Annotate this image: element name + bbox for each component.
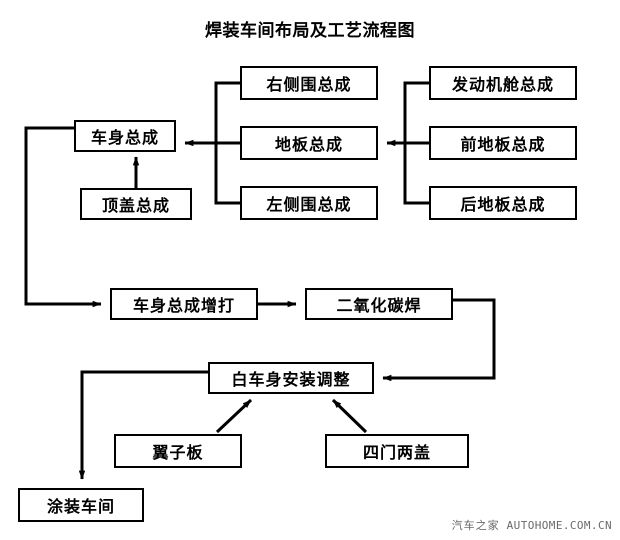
node-co2-welding[interactable]: 二氧化碳焊: [305, 288, 453, 320]
node-left-side-assy[interactable]: 左侧围总成: [240, 186, 378, 220]
watermark-url: AUTOHOME.COM.CN: [506, 519, 612, 532]
page-title: 焊装车间布局及工艺流程图: [205, 21, 415, 41]
node-right-side-assy[interactable]: 右侧围总成: [240, 66, 378, 100]
watermark-brand: 汽车之家: [451, 519, 500, 532]
node-paint-shop[interactable]: 涂装车间: [18, 488, 144, 522]
edge-fender-to-bwadjust: [215, 398, 253, 434]
node-floor-assy[interactable]: 地板总成: [240, 126, 378, 160]
node-doors-lids[interactable]: 四门两盖: [325, 434, 469, 468]
node-body-rewelding[interactable]: 车身总成增打: [110, 288, 258, 320]
watermark: 汽车之家 AUTOHOME.COM.CN: [452, 517, 612, 533]
edge-body-to-rewelding: [24, 126, 102, 308]
node-fender[interactable]: 翼子板: [114, 434, 242, 468]
node-roof-assy[interactable]: 顶盖总成: [80, 188, 192, 220]
node-bw-adjust[interactable]: 白车身安装调整: [208, 362, 374, 394]
edge-doorslids-to-bwadjust: [331, 398, 368, 434]
node-front-floor-assy[interactable]: 前地板总成: [429, 126, 577, 160]
node-body-assy[interactable]: 车身总成: [74, 120, 176, 152]
node-rear-floor-assy[interactable]: 后地板总成: [429, 186, 577, 220]
edge-bwadjust-to-paint: [78, 370, 208, 480]
edge-co2-to-bwadjust: [382, 298, 496, 382]
node-engine-bay-assy[interactable]: 发动机舱总成: [429, 66, 577, 100]
